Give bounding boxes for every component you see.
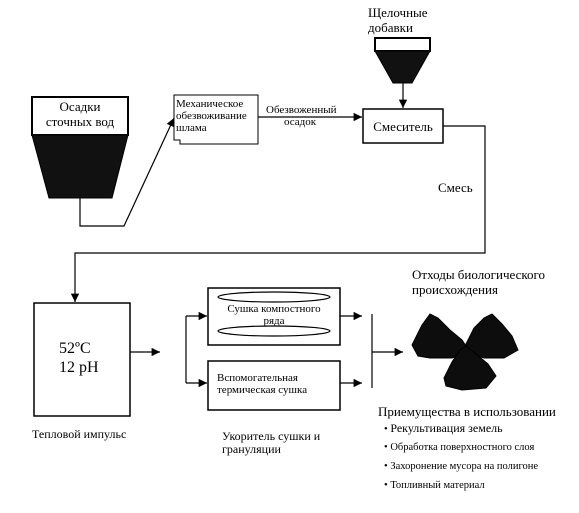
bio-waste-label: Отходы биологического происхождения: [412, 267, 546, 297]
dewatered-sludge-label: Обезвоженный осадок: [266, 104, 337, 128]
heat-impulse-caption: Тепловой импульс: [32, 427, 127, 441]
connectors: [70, 83, 486, 388]
mechanical-dewatering-box: [173, 94, 259, 145]
benefits-list: • Рекультивация земель • Обработка повер…: [384, 421, 539, 499]
heat-box-values: 52ºC 12 pH: [59, 340, 99, 376]
thermal-drying-box: [207, 360, 341, 411]
compost-drying-box: [207, 287, 341, 346]
heat-impulse-box: [33, 302, 131, 417]
benefit-item: • Рекультивация земель: [384, 421, 503, 435]
benefits-title: Приемущества в использовании: [378, 404, 556, 419]
mixer-box: [362, 108, 444, 144]
mechanical-dewatering-label: Механическое обезвоживание шлама: [176, 98, 247, 134]
sewage-sludge-hopper: [31, 96, 129, 199]
compost-drying-label: Сушка компостного ряда: [227, 303, 321, 327]
benefit-item: • Захоронение мусора на полигоне: [384, 461, 539, 472]
accelerator-caption: Укоритель сушки и грануляции: [222, 429, 321, 456]
benefit-item: • Обработка поверхностного слоя: [384, 442, 535, 453]
bio-waste-piles-icon: [411, 313, 519, 391]
benefit-item: • Топливный материал: [384, 480, 485, 491]
mixer-label: Смеситель: [373, 119, 433, 134]
alkaline-additives-label: Щелочные добавки: [368, 5, 428, 35]
thermal-drying-label: Вспомогательная термическая сушка: [217, 372, 308, 396]
sewage-sludge-label: Осадки сточных вод: [45, 99, 115, 129]
alkaline-additives-hopper: [374, 37, 431, 84]
mixture-label: Смесь: [438, 180, 473, 195]
